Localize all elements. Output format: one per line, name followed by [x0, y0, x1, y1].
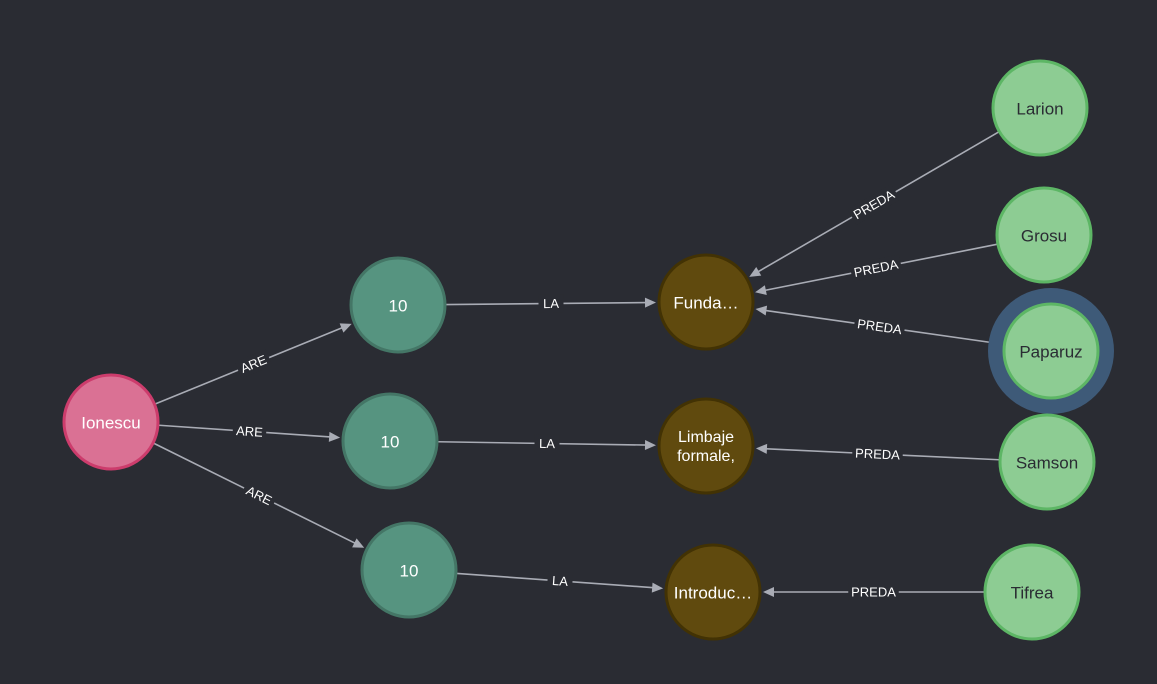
edge-label: LA: [552, 573, 569, 589]
node-course1[interactable]: Funda…: [657, 253, 755, 351]
arrowhead-icon: [644, 440, 657, 451]
node-label-line: Limbaje: [678, 429, 734, 446]
node-label: Paparuz: [1019, 343, 1082, 362]
edge-grade3-course3[interactable]: LA: [456, 571, 664, 593]
arrowhead-icon: [755, 285, 767, 296]
edge-label-background: [546, 571, 574, 591]
node-circle: [983, 543, 1081, 641]
edge-label-background: [534, 434, 560, 453]
node-label-line: formale,: [677, 448, 735, 465]
node-label: 10: [381, 433, 400, 452]
edge-ionescu-grade3[interactable]: ARE: [153, 442, 365, 548]
nodes-layer: Ionescu 10 10 10 Funda… Limbaje formale, Introd…: [62, 59, 1114, 641]
edge-label: ARE: [236, 423, 264, 440]
edge-label-background: [232, 421, 267, 442]
node-circle: [998, 413, 1096, 511]
edge-label-background: [853, 314, 906, 340]
node-circle: [360, 521, 458, 619]
edge-label-background: [538, 294, 564, 313]
edge-label: PREDA: [855, 446, 901, 463]
arrowhead-icon: [644, 297, 657, 308]
node-circle: [1002, 302, 1100, 400]
edge-grosu-course1[interactable]: PREDA: [755, 243, 998, 296]
node-course2[interactable]: Limbaje formale,: [657, 397, 755, 495]
node-label: 10: [389, 297, 408, 316]
node-ionescu[interactable]: Ionescu: [62, 373, 160, 471]
arrowhead-icon: [749, 267, 762, 277]
node-samson[interactable]: Samson: [998, 413, 1096, 511]
edge-label-background: [848, 583, 899, 601]
node-larion[interactable]: Larion: [991, 59, 1089, 157]
edge-label-background: [847, 184, 901, 225]
node-grade2[interactable]: 10: [341, 392, 439, 490]
node-circle: [62, 373, 160, 471]
edge-label-background: [849, 254, 903, 283]
node-label: Ionescu: [81, 414, 141, 433]
node-label: Introduc…: [674, 584, 752, 603]
arrowhead-icon: [328, 431, 341, 442]
node-paparuz[interactable]: Paparuz: [988, 288, 1114, 414]
node-label: Funda…: [673, 294, 738, 313]
node-circle: [991, 59, 1089, 157]
node-grade1[interactable]: 10: [349, 256, 447, 354]
edge-samson-course2[interactable]: PREDA: [755, 443, 1000, 465]
edge-label: PREDA: [856, 316, 903, 337]
arrowhead-icon: [763, 587, 774, 597]
edge-label-background: [851, 443, 904, 465]
arrowhead-icon: [755, 443, 768, 454]
node-circle: [349, 256, 447, 354]
edge-tifrea-course3[interactable]: PREDA: [763, 583, 984, 601]
node-circle: [995, 186, 1093, 284]
edge-label: LA: [543, 296, 559, 311]
edge-label: LA: [539, 436, 555, 451]
edge-ionescu-grade2[interactable]: ARE: [158, 421, 341, 442]
node-grosu[interactable]: Grosu: [995, 186, 1093, 284]
edge-grade1-course1[interactable]: LA: [445, 294, 657, 313]
node-label: Limbaje formale,: [677, 429, 735, 465]
node-tifrea[interactable]: Tifrea: [983, 543, 1081, 641]
edge-label-background: [240, 480, 279, 512]
arrowhead-icon: [651, 582, 664, 593]
arrowhead-icon: [755, 305, 768, 316]
node-circle: [341, 392, 439, 490]
node-label: Grosu: [1021, 227, 1067, 246]
node-circle: [657, 253, 755, 351]
node-circle: [664, 543, 762, 641]
edge-grade2-course2[interactable]: LA: [437, 434, 657, 453]
arrowhead-icon: [339, 323, 352, 333]
edge-label: PREDA: [851, 585, 896, 600]
node-circle: [657, 397, 755, 495]
node-label: 10: [400, 562, 419, 581]
node-course3[interactable]: Introduc…: [664, 543, 762, 641]
node-label: Tifrea: [1011, 584, 1054, 603]
node-grade3[interactable]: 10: [360, 521, 458, 619]
node-label: Samson: [1016, 454, 1078, 473]
node-label: Larion: [1016, 100, 1063, 119]
edge-label-background: [234, 349, 273, 379]
arrowhead-icon: [352, 538, 365, 548]
edge-paparuz-course1[interactable]: PREDA: [755, 305, 1004, 346]
